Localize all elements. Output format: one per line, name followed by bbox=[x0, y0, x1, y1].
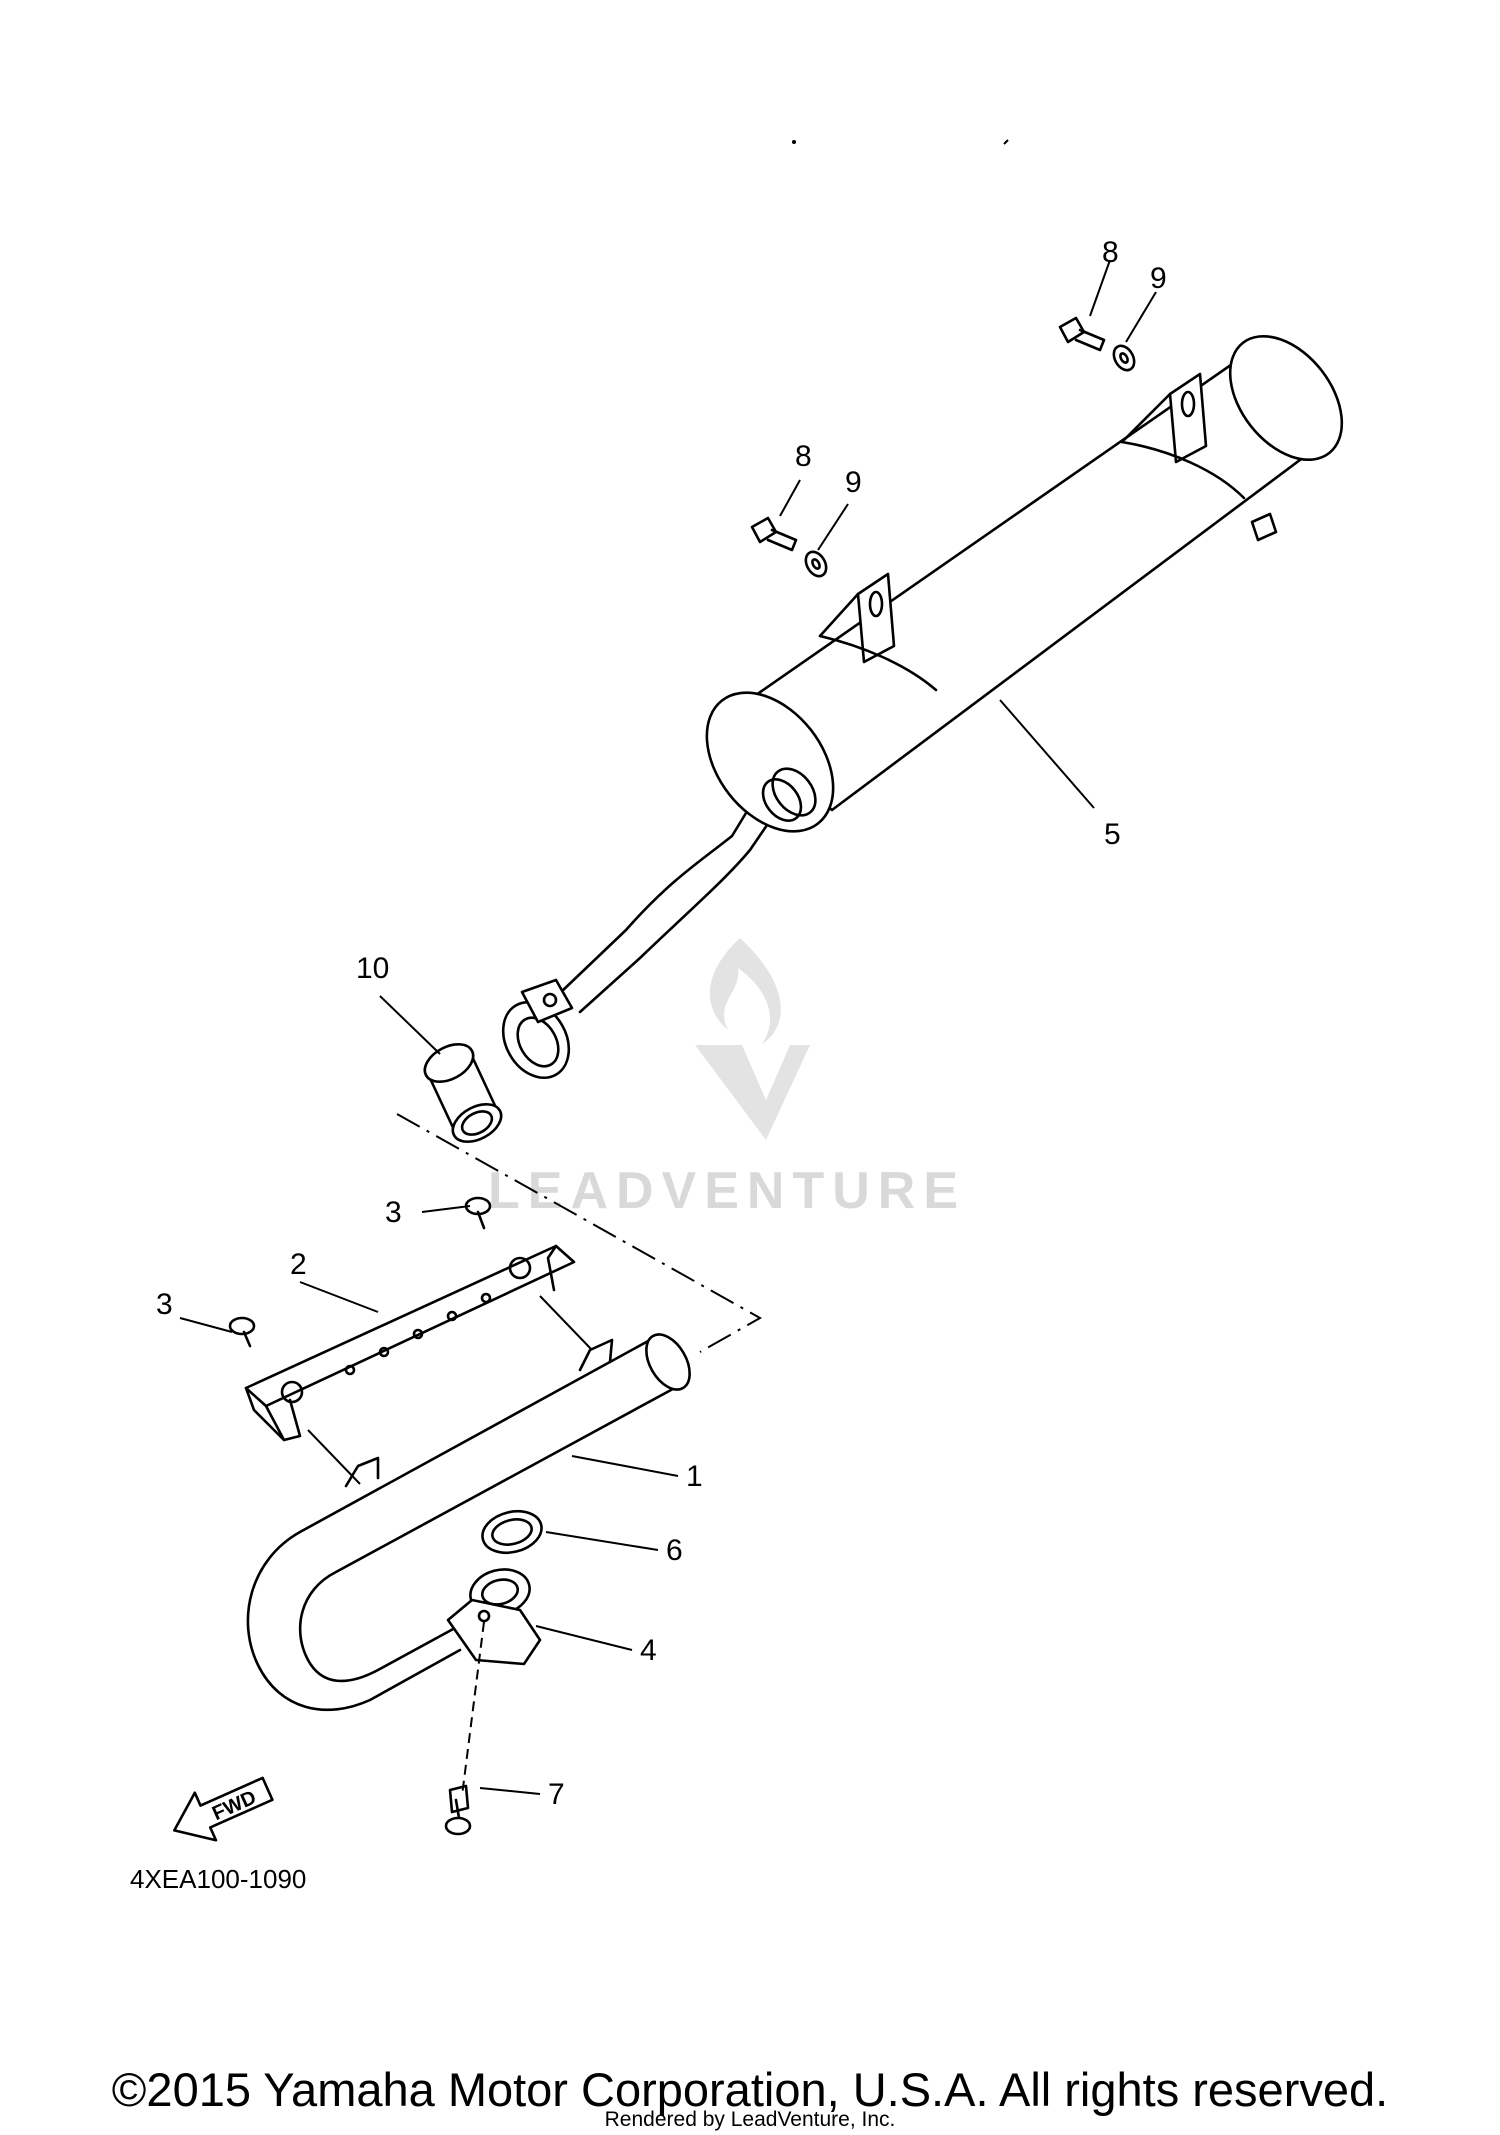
copyright-notice: ©2015 Yamaha Motor Corporation, U.S.A. A… bbox=[111, 2063, 1389, 2116]
leader-lines bbox=[179, 259, 1157, 1795]
watermark-text: LEADVENTURE bbox=[488, 1162, 966, 1220]
part-8-bolt-lower bbox=[750, 516, 798, 552]
part-6-gasket bbox=[481, 1509, 543, 1555]
muffler-inlet-collar bbox=[771, 767, 817, 817]
muffler-front-cap bbox=[705, 691, 835, 833]
callout-5: 5 bbox=[1104, 818, 1121, 851]
callout-6: 6 bbox=[666, 1534, 683, 1567]
muffler bbox=[558, 334, 1344, 1014]
callout-4: 4 bbox=[640, 1634, 657, 1667]
part-1-exhaust-pipe bbox=[246, 1333, 691, 1712]
muffler-rear-cap bbox=[1228, 334, 1344, 462]
part-3-screw-upper bbox=[464, 1196, 492, 1230]
callout-1: 1 bbox=[686, 1460, 703, 1493]
assembly-centerline bbox=[396, 1113, 763, 1353]
muffler-rear-bracket-hole bbox=[1180, 390, 1196, 418]
top-marks bbox=[792, 139, 1009, 145]
muffler-inlet-collar-2 bbox=[761, 778, 803, 822]
muffler-front-bracket bbox=[856, 572, 896, 664]
muffler-rear-bracket-strap bbox=[1120, 440, 1246, 500]
callout-10: 10 bbox=[356, 952, 389, 985]
part-9-washer-lower bbox=[804, 550, 828, 578]
callout-7: 7 bbox=[548, 1778, 565, 1811]
watermark: LEADVENTURE bbox=[488, 938, 966, 1220]
part-2-heat-guard bbox=[244, 1244, 593, 1485]
diagram-code: 4XEA100-1090 bbox=[130, 1864, 306, 1894]
callout-3-upper: 3 bbox=[385, 1196, 402, 1229]
muffler-front-bracket-strap bbox=[818, 634, 938, 692]
callout-8-upper: 8 bbox=[1102, 236, 1119, 269]
muffler-front-bracket-hole bbox=[868, 590, 884, 618]
fwd-arrow-icon: FWD bbox=[173, 1776, 274, 1842]
part-10-gasket-sleeve bbox=[423, 1043, 503, 1143]
rendered-by-credit: Rendered by LeadVenture, Inc. bbox=[604, 2108, 896, 2131]
callout-9-upper: 9 bbox=[1150, 262, 1167, 295]
callout-9-lower: 9 bbox=[845, 466, 862, 499]
part-3-screw-lower bbox=[228, 1316, 256, 1348]
muffler-drain bbox=[1250, 512, 1278, 542]
callout-8-lower: 8 bbox=[795, 440, 812, 473]
callout-2: 2 bbox=[290, 1248, 307, 1281]
part-4-flange bbox=[446, 1568, 542, 1797]
part-9-washer-upper bbox=[1112, 344, 1136, 372]
muffler-rear-bracket bbox=[1168, 372, 1208, 464]
callout-3-lower: 3 bbox=[156, 1288, 173, 1321]
muffler-clamp bbox=[501, 978, 574, 1080]
part-7-bolt bbox=[444, 1784, 472, 1836]
part-8-bolt-upper bbox=[1058, 316, 1106, 352]
flame-v-logo-icon bbox=[695, 938, 810, 1140]
